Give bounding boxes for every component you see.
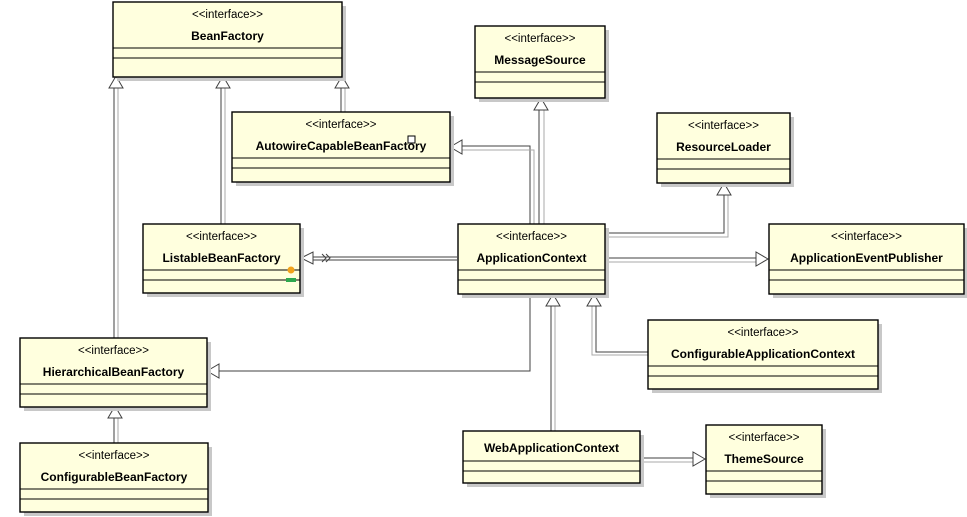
box-frame	[19, 442, 209, 513]
box-frame	[647, 319, 879, 390]
class-name: MessageSource	[494, 53, 586, 67]
class-stereotype: <<interface>>	[831, 231, 902, 243]
edge-appcontext-to-autowire	[449, 139, 535, 224]
box-frame	[474, 25, 606, 99]
class-name: ConfigurableApplicationContext	[671, 347, 855, 361]
edge-listable-to-beanfactory	[215, 75, 231, 224]
edge-appcontext-to-hierarchical	[206, 294, 531, 379]
class-name: ResourceLoader	[676, 140, 771, 154]
class-stereotype: <<interface>>	[186, 231, 257, 243]
class-box-web-application-context[interactable]: WebApplicationContext	[462, 430, 644, 487]
classes: <<interface>> BeanFactory <<interface>> Mes…	[19, 1, 967, 516]
edge-webappcontext-to-themesource	[641, 451, 706, 467]
class-name: ConfigurableBeanFactory	[41, 470, 188, 484]
class-name: HierarchicalBeanFactory	[43, 365, 185, 379]
class-box-autowire-capable-bean-factory[interactable]: <<interface>> AutowireCapableBeanFactory	[231, 111, 454, 186]
class-box-listable-bean-factory[interactable]: <<interface>> ListableBeanFactory	[142, 223, 304, 297]
class-box-message-source[interactable]: <<interface>> MessageSource	[474, 25, 609, 102]
box-frame	[231, 111, 451, 183]
class-stereotype: <<interface>>	[306, 119, 377, 131]
class-name: AutowireCapableBeanFactory	[256, 139, 427, 153]
autowire-marker-icon	[407, 135, 416, 144]
class-box-configurable-application-context[interactable]: <<interface>> ConfigurableApplicationCont…	[647, 319, 882, 393]
box-frame	[768, 223, 965, 295]
box-frame	[142, 223, 301, 294]
box-frame	[705, 424, 823, 495]
class-name: ThemeSource	[724, 452, 804, 466]
listable-markers-icon	[286, 266, 296, 282]
class-stereotype: <<interface>>	[78, 345, 149, 357]
class-box-bean-factory[interactable]: <<interface>> BeanFactory	[112, 1, 346, 81]
edge-configurablebeanfactory-to-hierarchical	[107, 405, 123, 443]
box-frame	[112, 1, 343, 78]
class-name: ApplicationEventPublisher	[790, 251, 943, 265]
class-name: BeanFactory	[191, 29, 264, 43]
class-stereotype: <<interface>>	[688, 120, 759, 132]
box-frame	[19, 337, 208, 408]
class-stereotype: <<interface>>	[729, 432, 800, 444]
edge-appcontext-to-resourceloader	[606, 182, 732, 238]
class-box-theme-source[interactable]: <<interface>> ThemeSource	[705, 424, 826, 498]
class-box-application-event-publisher[interactable]: <<interface>> ApplicationEventPublisher	[768, 223, 967, 298]
class-box-resource-loader[interactable]: <<interface>> ResourceLoader	[656, 112, 794, 187]
class-stereotype: <<interface>>	[192, 9, 263, 21]
box-frame	[457, 223, 606, 295]
class-stereotype: <<interface>>	[728, 327, 799, 339]
class-stereotype: <<interface>>	[496, 231, 567, 243]
relations	[107, 75, 769, 467]
class-box-configurable-bean-factory[interactable]: <<interface>> ConfigurableBeanFactory	[19, 442, 212, 516]
edge-autowire-to-beanfactory	[334, 75, 350, 112]
box-frame	[656, 112, 791, 184]
edge-webappcontext-to-appcontext	[545, 293, 561, 431]
edge-appcontext-to-listable	[299, 251, 457, 265]
class-name: ApplicationContext	[477, 251, 587, 265]
class-box-application-context[interactable]: <<interface>> ApplicationContext	[457, 223, 609, 298]
edge-appcontext-to-eventpublisher	[606, 251, 769, 267]
edge-hierarchical-to-beanfactory	[108, 75, 124, 338]
class-stereotype: <<interface>>	[79, 450, 150, 462]
class-name: ListableBeanFactory	[162, 251, 280, 265]
class-box-hierarchical-bean-factory[interactable]: <<interface>> HierarchicalBeanFactory	[19, 337, 211, 411]
edge-appcontext-to-messagesource	[533, 97, 549, 224]
edge-configurableappcontext-to-appcontext	[586, 293, 648, 356]
box-frame	[462, 430, 641, 484]
class-stereotype: <<interface>>	[505, 33, 576, 45]
class-name: WebApplicationContext	[484, 441, 619, 455]
